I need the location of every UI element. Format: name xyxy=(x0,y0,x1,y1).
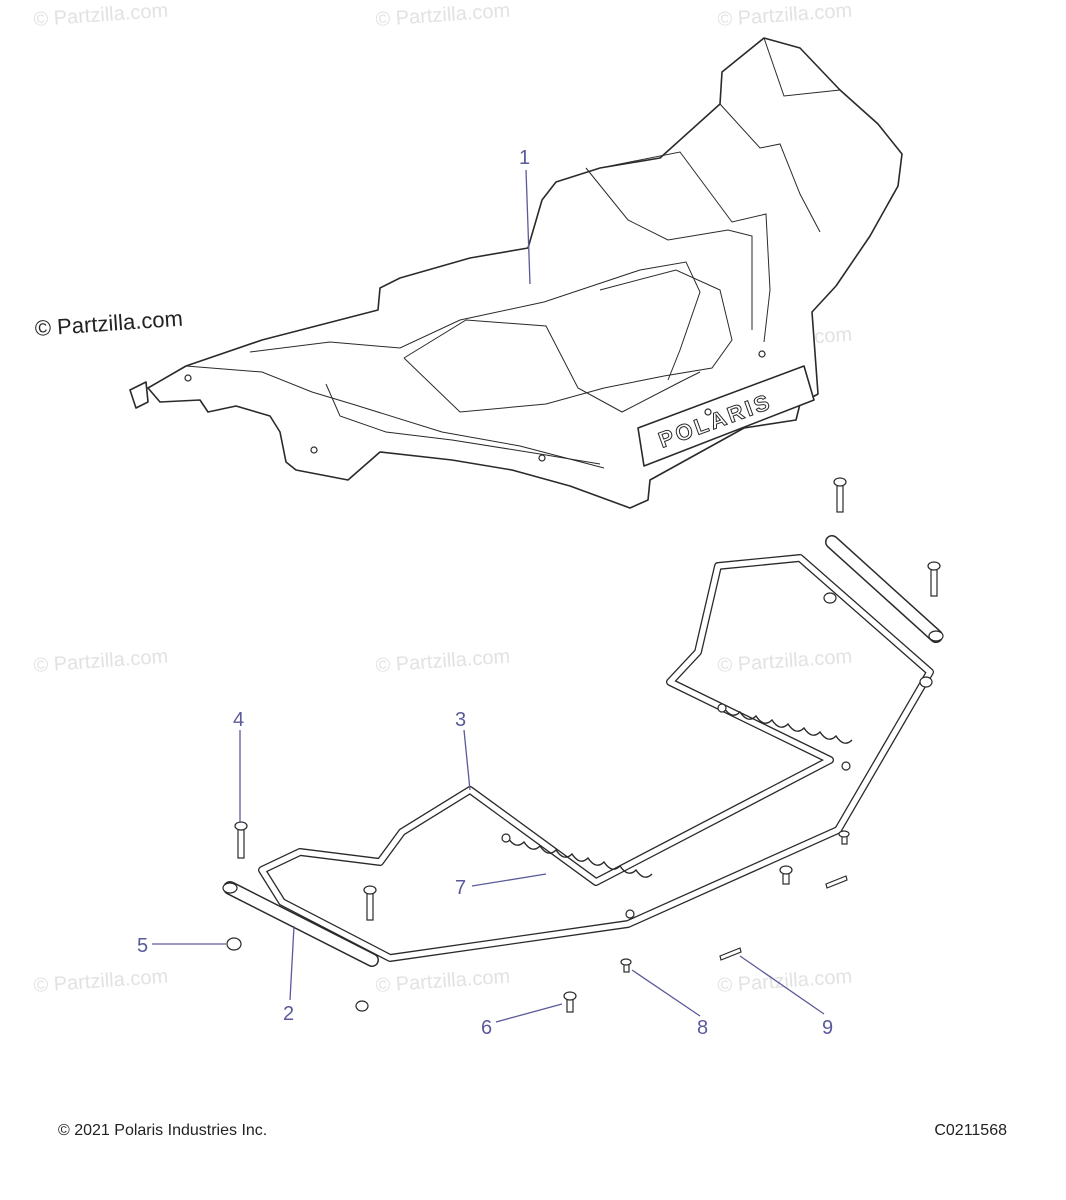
callout-leaders xyxy=(152,169,825,1023)
part-3-rack-frame xyxy=(258,554,934,962)
part-2-tubes xyxy=(222,535,944,967)
callout-6: 6 xyxy=(481,1017,492,1039)
callout-numbers: 1 2 3 4 5 6 7 8 9 xyxy=(137,147,833,1039)
watermark: © Partzilla.com xyxy=(717,0,853,31)
watermark: © Partzilla.com xyxy=(375,0,511,31)
callout-7: 7 xyxy=(455,877,466,899)
diagram-code: C0211568 xyxy=(934,1122,1007,1139)
watermark: © Partzilla.com xyxy=(33,646,169,677)
callout-3: 3 xyxy=(455,709,466,731)
callout-2: 2 xyxy=(283,1003,294,1025)
callout-4: 4 xyxy=(233,709,244,731)
watermark: © Partzilla.com xyxy=(33,966,169,997)
callout-5: 5 xyxy=(137,935,148,957)
copyright-text: © 2021 Polaris Industries Inc. xyxy=(58,1122,268,1139)
part-1-front-fender: POLARIS xyxy=(129,37,903,509)
part-7-springs xyxy=(501,703,853,919)
hardware xyxy=(226,477,941,1013)
watermark: © Partzilla.com xyxy=(717,966,853,997)
callout-8: 8 xyxy=(697,1017,708,1039)
callout-9: 9 xyxy=(822,1017,833,1039)
watermark: © Partzilla.com xyxy=(375,646,511,677)
watermark: © Partzilla.com xyxy=(33,0,169,31)
watermark: © Partzilla.com xyxy=(717,646,853,677)
callout-1: 1 xyxy=(519,147,530,169)
watermark: © Partzilla.com xyxy=(375,966,511,997)
